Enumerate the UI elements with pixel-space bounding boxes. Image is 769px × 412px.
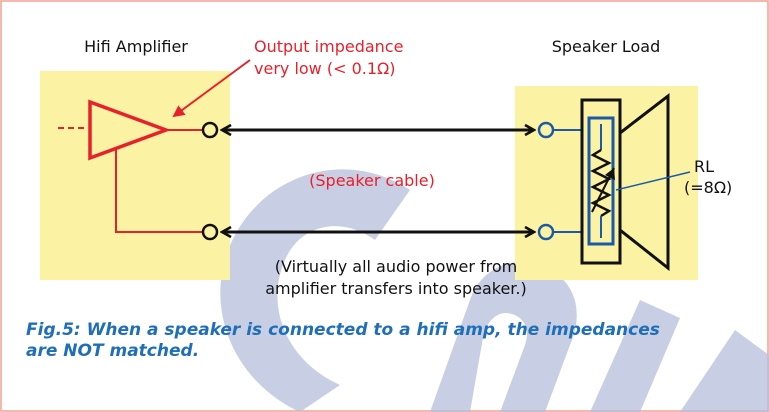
speaker-terminal-bottom — [537, 223, 555, 241]
speaker-cable-label: (Speaker cable) — [309, 171, 435, 190]
power-note-line2: amplifier transfers into speaker.) — [265, 279, 526, 298]
amplifier-title: Hifi Amplifier — [84, 37, 188, 56]
figure-caption-line1: Fig.5: When a speaker is connected to a … — [26, 320, 660, 340]
speaker-terminal-top — [537, 121, 555, 139]
speaker-title: Speaker Load — [552, 37, 661, 56]
output-impedance-note-line1: Output impedance — [254, 37, 403, 56]
output-impedance-pointer — [172, 59, 251, 118]
resistor-pointer — [615, 171, 691, 191]
amplifier-triangle-icon — [58, 99, 202, 233]
resistor-value: (=8Ω) — [684, 178, 732, 197]
resistor-label: RL — [694, 157, 714, 176]
amp-terminal-top — [201, 121, 219, 139]
figure-caption-line2: are NOT matched. — [26, 341, 199, 361]
amp-terminal-bottom — [201, 223, 219, 241]
variable-resistor-icon — [587, 116, 615, 246]
output-impedance-note-line2: very low (< 0.1Ω) — [254, 59, 396, 78]
amplifier-panel — [40, 71, 230, 280]
power-note-line1: (Virtually all audio power from — [275, 257, 518, 276]
